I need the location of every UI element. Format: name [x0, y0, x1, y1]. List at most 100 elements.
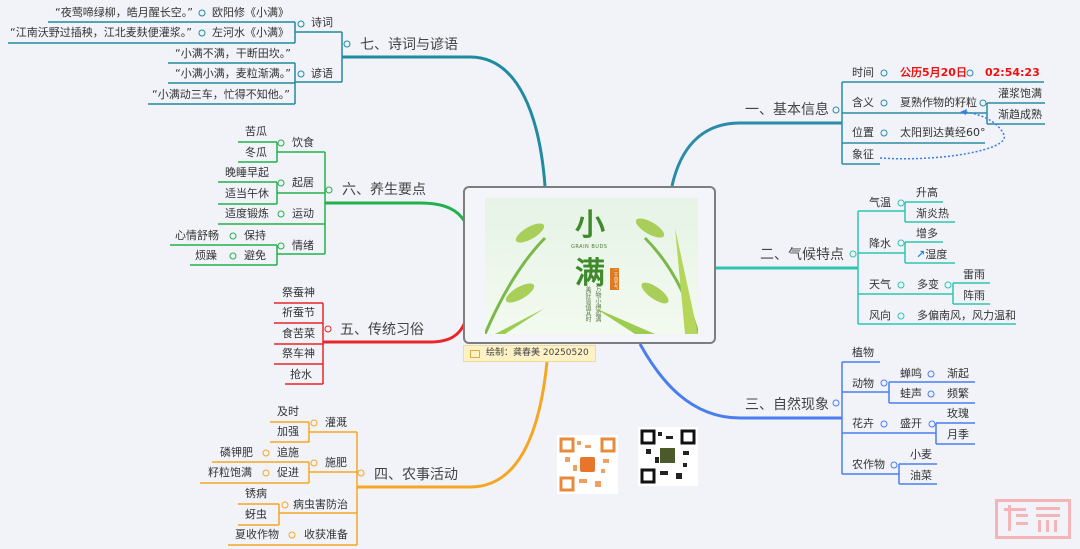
central-topic[interactable]: 小 GRAIN BUDS 满 二十四节气 万物小得盈满 美好皆值其时 [463, 186, 716, 344]
poem-author[interactable]: 左河水《小满》 [212, 26, 289, 39]
leaf[interactable]: 蚜虫 [245, 508, 267, 521]
custom-item[interactable]: 食苦菜 [282, 327, 315, 340]
leaf[interactable]: 蛙声 [900, 387, 922, 400]
saying[interactable]: “小满小满，麦粒渐满。” [175, 67, 291, 80]
node-routine[interactable]: 起居 [292, 176, 314, 189]
poster-title-char-1: 小 [575, 208, 605, 243]
node-position[interactable]: 位置 [852, 126, 874, 139]
node-irrigation[interactable]: 灌溉 [325, 416, 347, 429]
branch-farming[interactable]: 四、农事活动 [374, 467, 458, 483]
leaf[interactable]: 灌浆饱满 [998, 87, 1042, 100]
node-animals[interactable]: 动物 [852, 377, 874, 390]
leaf[interactable]: 晚睡早起 [225, 166, 269, 179]
saying[interactable]: “小满动三车，忙得不知他。” [152, 88, 290, 101]
leaf[interactable]: 小麦 [910, 448, 932, 461]
leaf[interactable]: 避免 [244, 249, 266, 262]
note-icon [470, 350, 480, 358]
poster-title-char-2: 满 [575, 256, 605, 291]
leaf[interactable]: 籽粒饱满 [208, 466, 252, 479]
poem-quote[interactable]: “夜莺啼绿柳，皓月醒长空。” [55, 6, 193, 19]
custom-item[interactable]: 祭车神 [282, 347, 315, 360]
leaf[interactable]: 磷钾肥 [220, 446, 253, 459]
custom-item[interactable]: 祈蚕节 [282, 306, 315, 319]
node-temperature[interactable]: 气温 [869, 196, 891, 209]
leaf[interactable]: 升高 [916, 186, 938, 199]
node-harvest[interactable]: 收获准备 [304, 528, 348, 541]
leaf[interactable]: 油菜 [910, 469, 932, 482]
humidity-label: 湿度 [925, 248, 948, 261]
poster-english-title: GRAIN BUDS [571, 244, 608, 250]
node-poems[interactable]: 诗词 [311, 16, 333, 29]
node-symbol[interactable]: 象征 [852, 148, 874, 161]
qr-code-black [638, 427, 698, 486]
leaf[interactable]: 蝉鸣 [900, 367, 922, 380]
leaf[interactable]: 夏收作物 [235, 528, 279, 541]
branch-climate[interactable]: 二、气候特点 [760, 247, 844, 263]
branch-customs[interactable]: 五、传统习俗 [340, 322, 424, 338]
saying[interactable]: “小满不满，干断田坎。” [175, 47, 291, 60]
leaf[interactable]: 促进 [277, 466, 299, 479]
leaf[interactable]: 雷雨 [963, 268, 985, 281]
leaf[interactable]: 渐起 [947, 367, 969, 380]
node-sayings[interactable]: 谚语 [311, 67, 333, 80]
branch-health[interactable]: 六、养生要点 [342, 182, 426, 198]
node-exercise[interactable]: 运动 [292, 207, 314, 220]
node-plants[interactable]: 植物 [852, 346, 874, 359]
meaning-value[interactable]: 夏熟作物的籽粒 [900, 96, 977, 109]
node-weather[interactable]: 天气 [869, 278, 891, 291]
leaf[interactable]: 锈病 [245, 487, 267, 500]
poster-line-1: 万物小得盈满 [594, 286, 601, 322]
leaf[interactable]: 玫瑰 [947, 407, 969, 420]
node-pest-control[interactable]: 病虫害防治 [293, 498, 348, 511]
custom-item[interactable]: 抢水 [290, 368, 312, 381]
branch-poems-sayings[interactable]: 七、诗词与谚语 [360, 37, 458, 53]
wind-value[interactable]: 多偏南风，风力温和 [917, 309, 1016, 322]
leaf[interactable]: 月季 [947, 428, 969, 441]
xiaoman-poster-image: 小 GRAIN BUDS 满 二十四节气 万物小得盈满 美好皆值其时 [485, 198, 698, 334]
branch-nature[interactable]: 三、自然现象 [745, 397, 829, 413]
leaf[interactable]: 适度锻炼 [225, 207, 269, 220]
leaf[interactable]: 冬瓜 [245, 146, 267, 159]
leaf-humidity[interactable]: ↗湿度 [916, 248, 947, 262]
leaf[interactable]: 阵雨 [963, 289, 985, 302]
arrow-up-right-icon: ↗ [916, 248, 926, 261]
leaf[interactable]: 渐炎热 [916, 207, 949, 220]
date-value[interactable]: 公历5月20日 [900, 66, 967, 79]
seal-stamp [995, 499, 1071, 539]
leaf[interactable]: 苦瓜 [245, 125, 267, 138]
node-meaning[interactable]: 含义 [852, 96, 874, 109]
flower-value[interactable]: 盛开 [900, 417, 922, 430]
poster-line-2: 美好皆值其时 [584, 286, 591, 322]
leaf[interactable]: 烦躁 [195, 249, 217, 262]
leaf[interactable]: 及时 [277, 405, 299, 418]
node-time[interactable]: 时间 [852, 66, 874, 79]
custom-item[interactable]: 祭蚕神 [282, 286, 315, 299]
poem-author[interactable]: 欧阳修《小满》 [212, 6, 289, 19]
leaf[interactable]: 加强 [277, 425, 299, 438]
position-value[interactable]: 太阳到达黄经60° [900, 126, 986, 139]
wheat-illustration [485, 218, 698, 334]
node-mood[interactable]: 情绪 [292, 239, 314, 252]
poem-quote[interactable]: “江南沃野过插秧，江北麦麸便灌浆。” [10, 26, 192, 39]
leaf[interactable]: 心情舒畅 [175, 229, 219, 242]
leaf[interactable]: 渐趋成熟 [998, 108, 1042, 121]
node-wind[interactable]: 风向 [869, 309, 891, 322]
branch-basic-info[interactable]: 一、基本信息 [745, 102, 829, 118]
weather-value[interactable]: 多变 [917, 278, 939, 291]
leaf[interactable]: 适当午休 [225, 187, 269, 200]
time-value[interactable]: 02:54:23 [985, 66, 1040, 79]
caption-text: 绘制：龚春美 20250520 [486, 348, 589, 358]
node-diet[interactable]: 饮食 [292, 136, 314, 149]
leaf[interactable]: 增多 [916, 227, 938, 240]
leaf[interactable]: 保持 [244, 229, 266, 242]
avatar [660, 448, 675, 463]
leaf[interactable]: 追施 [277, 446, 299, 459]
node-rainfall[interactable]: 降水 [869, 237, 891, 250]
node-fertilize[interactable]: 施肥 [325, 456, 347, 469]
node-crops[interactable]: 农作物 [852, 458, 885, 471]
node-flowers[interactable]: 花卉 [852, 417, 874, 430]
poster-stamp: 二十四节气 [610, 268, 619, 290]
wechat-icon [580, 457, 595, 472]
leaf[interactable]: 频繁 [947, 387, 969, 400]
